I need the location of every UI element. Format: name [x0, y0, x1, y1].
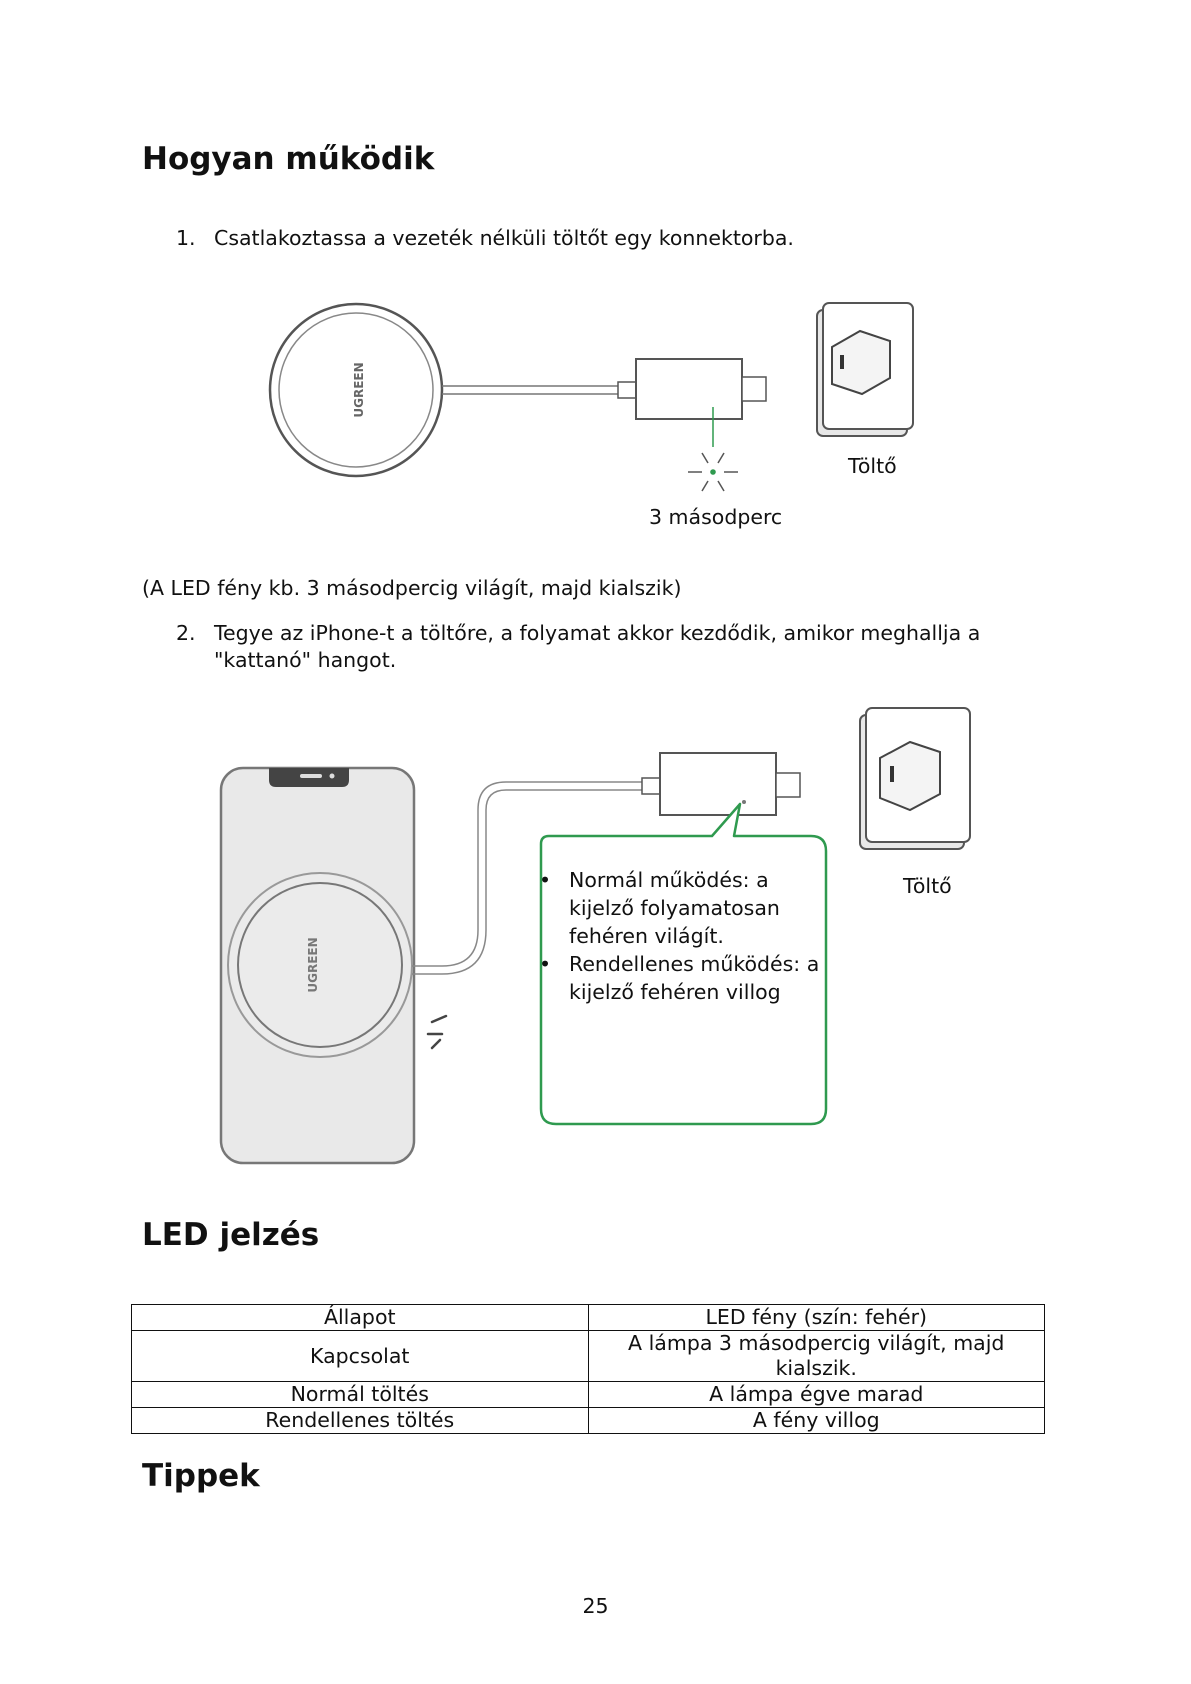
usb-cable-icon: [412, 752, 801, 975]
figure-2-charger-label: Töltő: [903, 874, 952, 898]
wireless-charger-pad-icon: UGREEN: [227, 872, 413, 1058]
table-header-row: Állapot LED fény (szín: fehér): [131, 1304, 1045, 1331]
table-header-cell: Állapot: [131, 1304, 589, 1331]
page-number: 25: [582, 1594, 609, 1618]
status-bubble: [539, 802, 828, 1126]
wall-outlet-charger-icon: [816, 302, 914, 437]
brand-label: UGREEN: [352, 362, 366, 417]
table-row: Kapcsolat A lámpa 3 másodpercig világít,…: [131, 1330, 1045, 1382]
figure-charger-plugged-in: UGREEN: [260, 295, 940, 535]
table-cell: Normál töltés: [131, 1381, 589, 1408]
led-status-list: •Normál működés: a kijelző folyamatosan …: [537, 866, 837, 1006]
table-cell: Kapcsolat: [131, 1330, 589, 1382]
figure-phone-on-charger: UGREEN: [210, 700, 1010, 1170]
section-heading-led-indication: LED jelzés: [142, 1217, 320, 1253]
brand-label: UGREEN: [306, 937, 320, 992]
led-status-table: Állapot LED fény (szín: fehér) Kapcsolat…: [131, 1304, 1045, 1434]
table-header-cell: LED fény (szín: fehér): [587, 1304, 1045, 1331]
section-heading-tips: Tippek: [142, 1458, 260, 1494]
table-cell: A lámpa 3 másodpercig világít, majd kial…: [587, 1330, 1045, 1382]
figure-1-charger-label: Töltő: [848, 454, 897, 478]
step-1-number: 1.: [176, 226, 196, 250]
list-item: •Rendellenes működés: a kijelző fehéren …: [539, 952, 820, 1004]
section-heading-how-it-works: Hogyan működik: [142, 141, 435, 177]
step-2-number: 2.: [176, 621, 196, 645]
wireless-charger-pad-icon: UGREEN: [268, 302, 444, 478]
table-row: Normál töltés A lámpa égve marad: [131, 1381, 1045, 1408]
wall-outlet-charger-icon: [859, 707, 971, 850]
led-note: (A LED fény kb. 3 másodpercig világít, m…: [142, 576, 682, 600]
led-blink-icon: [688, 407, 738, 492]
click-sound-icon: [426, 1014, 448, 1050]
step-1-text: Csatlakoztassa a vezeték nélküli töltőt …: [214, 226, 794, 250]
table-row: Rendellenes töltés A fény villog: [131, 1407, 1045, 1434]
usb-cable-icon: [442, 358, 767, 420]
step-2-text: Tegye az iPhone-t a töltőre, a folyamat …: [214, 621, 981, 672]
list-item: •Normál működés: a kijelző folyamatosan …: [539, 868, 780, 948]
table-cell: Rendellenes töltés: [131, 1407, 589, 1434]
table-cell: A lámpa égve marad: [587, 1381, 1045, 1408]
figure-1-led-duration-label: 3 másodperc: [649, 505, 783, 529]
table-cell: A fény villog: [587, 1407, 1045, 1434]
